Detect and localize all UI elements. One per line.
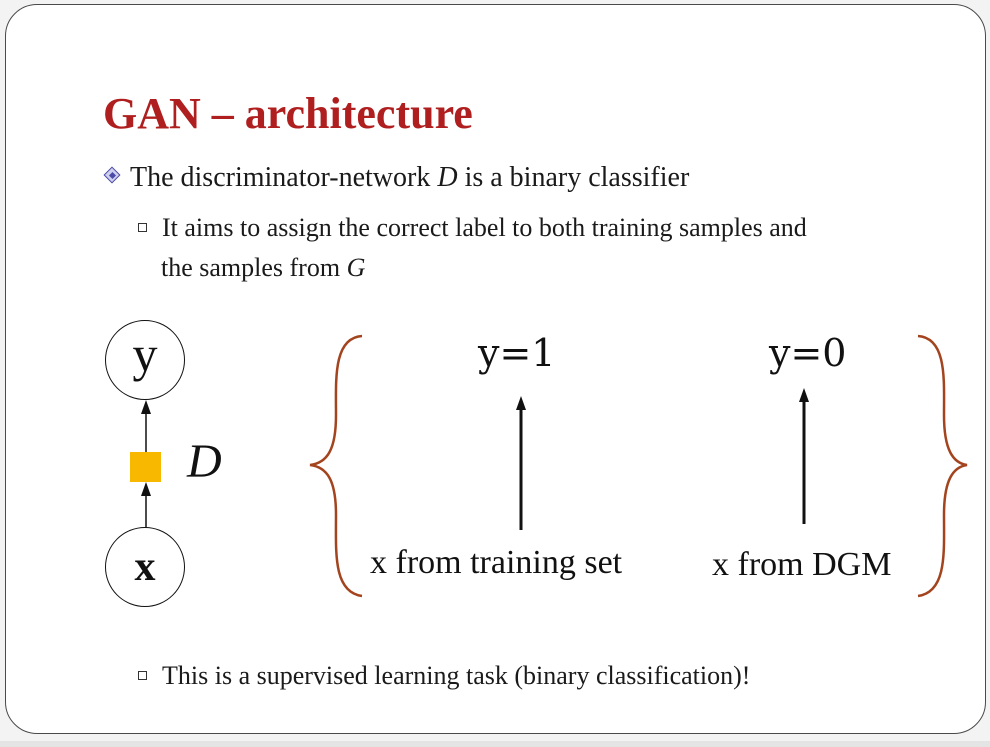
- bottom-strip: [0, 741, 990, 747]
- arrowhead-x-to-d: [141, 482, 151, 496]
- arrowhead-dgm-to-y0: [799, 388, 809, 402]
- sub-bullet-supervised-text: This is a supervised learning task (bina…: [162, 661, 751, 690]
- sub-bullet-aim-line2: the samples from G: [136, 248, 916, 288]
- sub-bullet-aim-line1: It aims to assign the correct label to b…: [162, 213, 807, 242]
- left-curly-brace: [309, 334, 363, 598]
- main-bullet: The discriminator-network D is a binary …: [103, 162, 689, 194]
- label-x-from-training-set: x from training set: [370, 544, 623, 581]
- label-x-from-dgm: x from DGM: [712, 546, 892, 583]
- main-bullet-var: D: [437, 162, 458, 193]
- right-curly-brace: [917, 334, 968, 598]
- label-y-equals-1: y=1: [478, 331, 556, 375]
- square-bullet-icon: [138, 671, 147, 680]
- discriminator-label: D: [187, 435, 222, 488]
- slide-title: GAN – architecture: [103, 89, 473, 138]
- node-y: y: [105, 320, 185, 400]
- square-bullet-icon: [138, 223, 147, 232]
- sub-bullet-aim-line2-prefix: the samples from: [161, 253, 347, 282]
- node-x: x: [105, 527, 185, 607]
- sub-bullet-supervised: This is a supervised learning task (bina…: [136, 656, 750, 696]
- main-bullet-suffix: is a binary classifier: [457, 162, 690, 193]
- label-y-equals-0: y=0: [769, 331, 847, 375]
- sub-bullet-aim: It aims to assign the correct label to b…: [136, 208, 916, 288]
- main-bullet-prefix: The discriminator-network: [130, 162, 438, 193]
- arrowhead-d-to-y: [141, 400, 151, 414]
- sub-bullet-aim-var: G: [346, 253, 366, 282]
- discriminator-square: [130, 452, 161, 482]
- arrowhead-train-to-y1: [516, 396, 526, 410]
